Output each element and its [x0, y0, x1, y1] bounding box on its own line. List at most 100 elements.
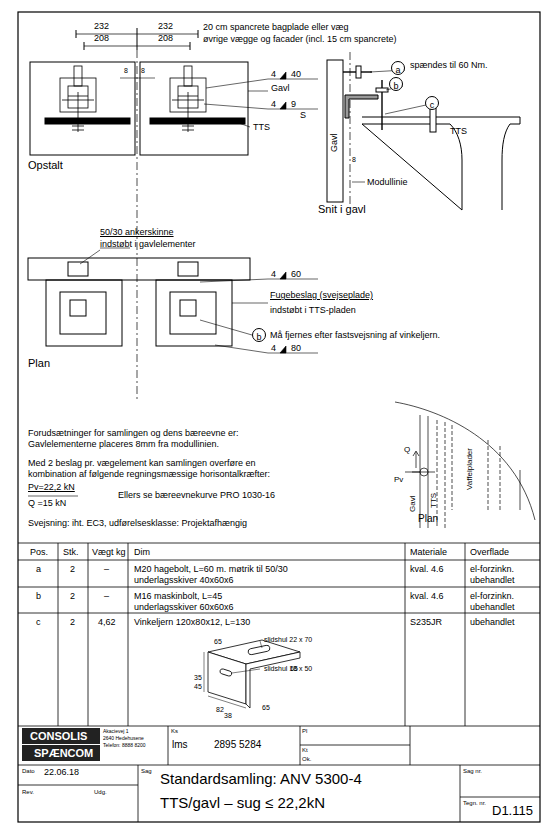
- drawing-label: Vaffelplader: [466, 448, 474, 490]
- drawing-label: Overflade: [470, 548, 509, 557]
- drawing-label: Ok.: [302, 756, 311, 762]
- drawing-label: Sag: [141, 768, 152, 774]
- drawing-label: SPÆNCOM: [34, 748, 93, 759]
- drawing-label: 40: [291, 70, 301, 79]
- drawing-label: CONSOLIS: [30, 731, 87, 742]
- drawing-label: 2: [70, 565, 75, 574]
- drawing-label: Sag nr.: [463, 768, 482, 774]
- drawing-label: Gavl: [330, 133, 339, 152]
- drawing-label: 22.06.18: [44, 768, 79, 777]
- drawing-label: kval. 4.6: [410, 592, 444, 601]
- drawing-label: Stk.: [63, 548, 79, 557]
- drawing-label: 232: [158, 22, 173, 31]
- drawing-label: Vægt kg: [92, 548, 126, 557]
- callout-letter: b: [393, 81, 398, 91]
- drawing-label: el-forzinkn.: [470, 592, 514, 601]
- drawing-label: øvrige vægge og facader (incl. 15 cm spa…: [203, 35, 397, 44]
- drawing-label: b: [36, 592, 41, 601]
- drawing-label: Materiale: [410, 548, 447, 557]
- drawing-label: TTS/gavl – sug ≤ 22,2kN: [160, 795, 325, 810]
- drawing-label: Plan: [28, 358, 50, 369]
- drawing-label: 8: [352, 156, 356, 163]
- drawing-label: slidshul 22 x 70: [264, 636, 312, 643]
- drawing-label: 4: [271, 100, 276, 109]
- drawing-label: Ellers se bæreevnekurve PRO 1030-16: [118, 491, 275, 500]
- drawing-label: el-forzinkn.: [470, 565, 514, 574]
- drawing-label: 4: [271, 344, 276, 353]
- callout-circle: a: [391, 61, 405, 75]
- drawing-label: 208: [158, 34, 173, 43]
- drawing-label: 82: [216, 706, 224, 713]
- drawing-label: Ks: [171, 728, 178, 734]
- drawing-label: 232: [94, 22, 109, 31]
- drawing-label: ubehandlet: [470, 576, 515, 585]
- drawing-label: M16 maskinbolt, L=45: [134, 592, 222, 601]
- drawing-label: 4: [271, 70, 276, 79]
- drawing-label: –: [104, 565, 109, 574]
- callout-circle: c: [425, 96, 439, 110]
- drawing-label: 2895 5284: [214, 740, 261, 750]
- drawing-label: Q: [404, 446, 410, 454]
- drawing-label: 80: [291, 344, 301, 353]
- drawing-label: Dim: [134, 548, 150, 557]
- drawing-label: Pl: [302, 728, 307, 734]
- drawing-label: Standardsamling: ANV 5300-4: [160, 771, 362, 786]
- drawing-label: slidshul 18 x 50: [264, 665, 312, 672]
- drawing-label: TTS: [253, 123, 270, 132]
- drawing-label: spændes til 60 Nm.: [410, 61, 488, 70]
- drawing-label: 65: [214, 638, 222, 645]
- drawing-label: kombination af følgende regningsmæssige …: [28, 470, 270, 479]
- drawing-label: Gavl: [271, 84, 290, 93]
- drawing-label: Dato: [22, 768, 35, 774]
- drawing-label: Udg.: [94, 789, 107, 795]
- drawing-label: –: [104, 592, 109, 601]
- drawing-label: TTS: [430, 493, 438, 508]
- drawing-label: D1.115: [492, 804, 533, 817]
- drawing-label: indstøbt i gavlelementer: [100, 240, 196, 249]
- drawing-label: 20 cm spancrete bagplade eller væg: [203, 23, 349, 32]
- drawing-label: Plan: [418, 514, 438, 524]
- drawing-label: Gavl: [409, 496, 417, 512]
- drawing-label: underlagsskiver 40x60x6: [134, 576, 234, 585]
- drawing-label: Fugebeslag (svejseplade): [270, 291, 373, 300]
- callout-letter: b: [256, 332, 261, 342]
- drawing-label: c: [36, 618, 41, 627]
- drawing-label: indstøbt i TTS-pladen: [270, 306, 356, 315]
- drawing-label: Q =15 kN: [28, 499, 66, 508]
- drawing-label: 4: [271, 270, 276, 279]
- drawing-label: TTS: [450, 127, 467, 136]
- callout-letter: c: [430, 100, 435, 110]
- callout-letter: a: [395, 65, 400, 75]
- drawing-label: lms: [172, 740, 188, 750]
- drawing-label: 45: [194, 683, 202, 690]
- drawing-label: Snit i gavl: [318, 204, 366, 215]
- drawing-label: Tegn. nr.: [463, 800, 486, 806]
- drawing-label: Pos.: [30, 548, 48, 557]
- drawing-label: ubehandlet: [470, 603, 515, 612]
- drawing-label: Pv=22,2 kN: [28, 483, 75, 492]
- drawing-label: 35: [194, 674, 202, 681]
- drawing-label: Pv: [394, 476, 403, 484]
- drawing-label: 65: [262, 704, 270, 711]
- drawing-label: Kt: [302, 747, 308, 753]
- drawing-label: Rev.: [22, 789, 34, 795]
- drawing-label: M20 hagebolt, L=60 m. møtrik til 50/30: [134, 565, 288, 574]
- drawing-label: 2640 Hedehusene: [103, 736, 144, 741]
- drawing-label: 50/30 ankerskinne: [100, 228, 174, 237]
- drawing-label: 8: [141, 67, 145, 74]
- callout-circle: b: [389, 77, 403, 91]
- drawing-label: Akacievej 1: [103, 729, 129, 734]
- drawing-label: 8: [124, 67, 128, 74]
- callout-circle: b: [252, 328, 266, 342]
- drawing-label: Vinkeljern 120x80x12, L=130: [134, 618, 250, 627]
- drawing-label: 4,62: [98, 618, 116, 627]
- drawing-label: S: [300, 111, 306, 120]
- drawing-label: Opstalt: [28, 160, 63, 171]
- drawing-label: a: [36, 565, 41, 574]
- drawing-label: 2: [70, 618, 75, 627]
- drawing-label: 65: [290, 665, 298, 672]
- drawing-label: kval. 4.6: [410, 565, 444, 574]
- drawing-label: Med 2 beslag pr. vægelement kan samlinge…: [28, 459, 256, 468]
- drawing-label: S235JR: [410, 618, 442, 627]
